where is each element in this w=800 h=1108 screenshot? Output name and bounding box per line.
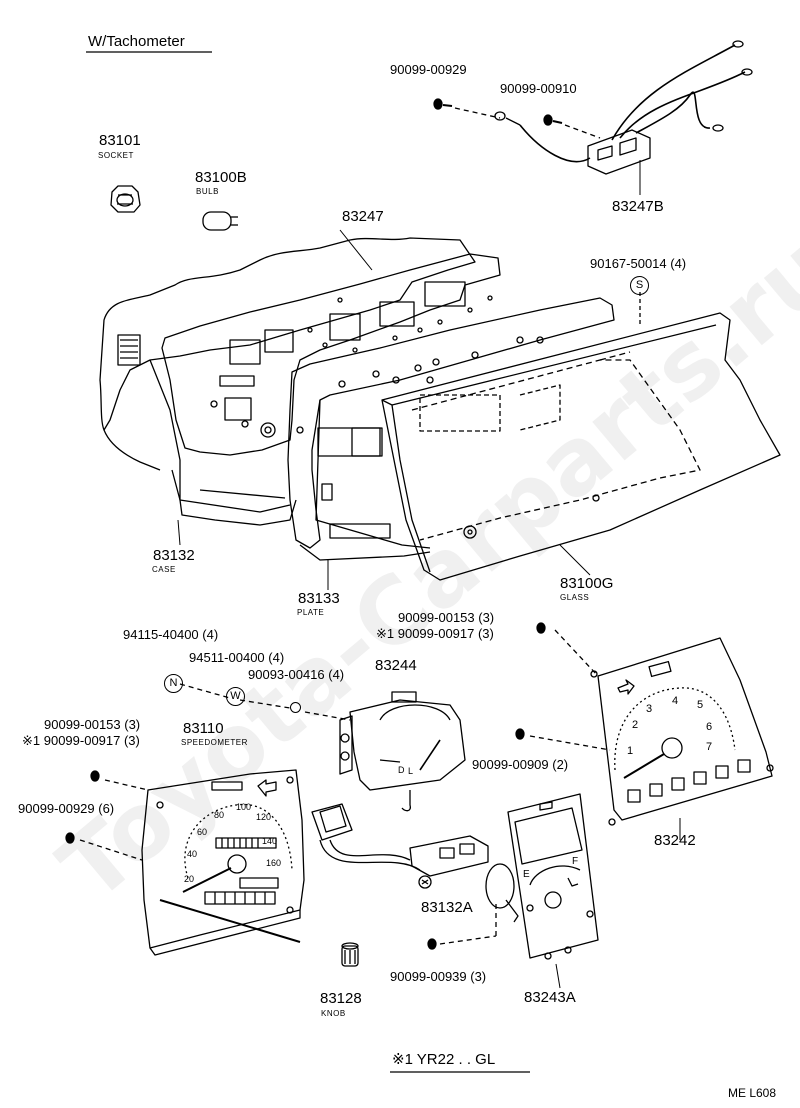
speedo-tick-label: 120 (256, 812, 272, 822)
socket-83101-drawing (110, 185, 141, 213)
fastener-label-8: 90093-00416 (4) (248, 667, 345, 682)
knob-83128-drawing (341, 942, 359, 967)
speedometer-83110-drawing (141, 769, 305, 956)
tach-tick-label: 6 (706, 721, 713, 733)
footnote: ※1 YR22 . . GL (392, 1051, 496, 1068)
fuel-full-mark: F (572, 856, 579, 867)
part-number-83132a: 83132A (421, 899, 473, 916)
fastener-label-3: 90167-50014 (4) (590, 256, 687, 271)
part-number-83101: 83101 (99, 132, 141, 149)
part-name-socket: SOCKET (98, 151, 134, 160)
part-name-knob: KNOB (321, 1009, 346, 1018)
part-name-plate: PLATE (297, 608, 325, 617)
fastener-label-7: 94511-00400 (4) (189, 650, 285, 665)
part-number-83100g: 83100G (560, 575, 614, 592)
part-name-case: CASE (152, 565, 176, 574)
speedo-tick-label: 160 (266, 858, 282, 868)
fastener-label-5: ※1 90099-00917 (3) (376, 626, 494, 641)
fastener-label-4: 90099-00153 (3) (398, 610, 495, 625)
fastener-label-10: ※1 90099-00917 (3) (22, 733, 140, 748)
part-number-83243a: 83243A (524, 989, 576, 1006)
glass-83100g-drawing (381, 312, 781, 581)
part-number-83247b: 83247B (612, 198, 664, 215)
symbol-s: S (630, 276, 649, 295)
tach-tick-label: 7 (706, 741, 713, 753)
part-number-83132: 83132 (153, 547, 195, 564)
part-number-83247: 83247 (342, 208, 384, 225)
speedo-tick-label: 20 (184, 874, 195, 884)
plate-83133-drawing (287, 297, 615, 561)
part-name-glass: GLASS (560, 593, 590, 602)
bulb-83100b-drawing (202, 211, 238, 231)
wire-83132a-drawing (311, 803, 489, 889)
upper-leader-lines (177, 160, 641, 590)
tach-tick-label: 5 (697, 699, 704, 711)
tach-tick-label: 4 (672, 695, 679, 707)
fastener-label-11: 90099-00909 (2) (472, 757, 569, 772)
screw-90099-00910 (543, 114, 601, 139)
tach-tick-label: 3 (646, 703, 653, 715)
gauge-83243a-drawing (485, 793, 599, 960)
printed-circuit-83247-drawing (161, 229, 501, 456)
speedo-tick-label: 60 (197, 827, 208, 837)
diagram-code: ME L608 (728, 1086, 777, 1100)
fuel-empty-mark: E (523, 869, 530, 880)
washer-symbol (290, 702, 301, 713)
part-number-83133: 83133 (298, 590, 340, 607)
tach-tick-label: 1 (627, 745, 634, 757)
fastener-label-13: 90099-00939 (3) (390, 969, 487, 984)
case-83132-drawing (99, 237, 476, 526)
variant-label: W/Tachometer (88, 33, 185, 50)
tach-tick-label: 2 (632, 719, 639, 731)
speedo-tick-label: 80 (214, 810, 225, 820)
part-number-83244: 83244 (375, 657, 417, 674)
tachometer-83242-drawing (590, 637, 774, 826)
part-number-83128: 83128 (320, 990, 362, 1007)
speedo-tick-label: 140 (262, 836, 278, 846)
part-number-83100b: 83100B (195, 169, 247, 186)
gauge-83244-drawing (339, 691, 466, 812)
fastener-label-2: 90099-00910 (500, 81, 577, 96)
fastener-label-6: 94115-40400 (4) (123, 627, 219, 642)
part-number-83242: 83242 (654, 832, 696, 849)
lamp-mark: L (408, 766, 414, 776)
symbol-w: W (226, 687, 245, 706)
fastener-label-9: 90099-00153 (3) (44, 717, 141, 732)
door-mark: D (398, 765, 405, 775)
part-name-speedometer: SPEEDOMETER (181, 738, 248, 747)
screw-90099-00929 (433, 98, 501, 119)
part-number-83110: 83110 (183, 720, 224, 737)
fastener-label-12: 90099-00929 (6) (18, 801, 115, 816)
harness-83247b-drawing (494, 40, 753, 175)
part-name-bulb: BULB (196, 187, 219, 196)
speedo-tick-label: 40 (187, 849, 198, 859)
speedo-tick-label: 100 (236, 802, 252, 812)
fastener-label-1: 90099-00929 (390, 62, 467, 77)
symbol-n: N (164, 674, 183, 693)
